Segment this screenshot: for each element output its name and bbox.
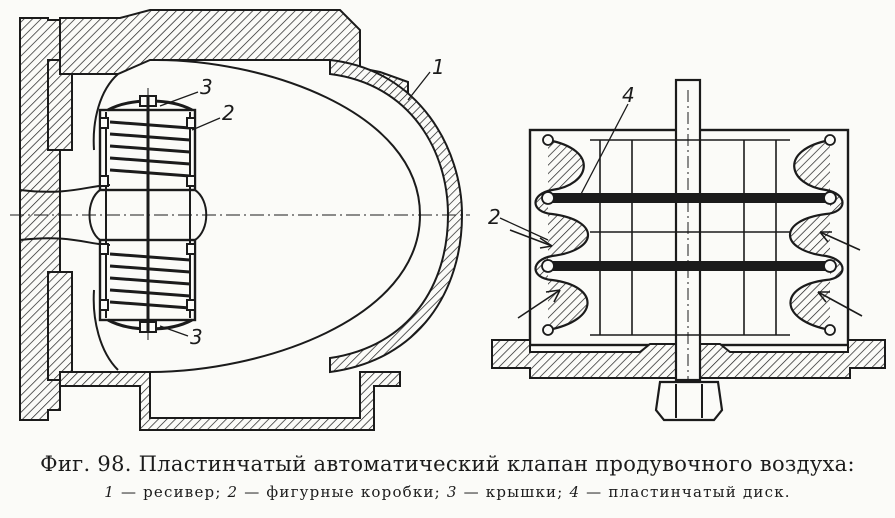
label-cover-bottom: 3: [190, 325, 203, 349]
receiver-shell: [329, 58, 464, 374]
plate-stack-upper: [109, 120, 191, 178]
shaped-box-right: [788, 138, 844, 332]
leader-2-left: [191, 117, 221, 131]
leader-1: [407, 71, 431, 101]
figure-legend: 1 — ресивер; 2 — фигурные коробки; 3 — к…: [0, 483, 895, 501]
flange-bolt-boss-lower: [47, 271, 73, 381]
label-boxes-right: 2: [488, 205, 501, 229]
label-receiver: 1: [432, 55, 445, 79]
legend-num-2: 2: [227, 483, 239, 501]
plate-disk-upper: [547, 193, 831, 203]
cage-side-profile: [88, 189, 208, 241]
internal-ribs: [590, 139, 790, 336]
legend-num-4: 4: [569, 483, 581, 501]
flow-arrows: [509, 229, 863, 319]
leader-4: [579, 103, 629, 197]
label-disk: 4: [622, 83, 635, 107]
right-sectional-view: [491, 78, 886, 422]
plate-stack-lower: [109, 252, 191, 310]
leader-3-top: [159, 91, 199, 107]
legend-num-3: 3: [446, 483, 458, 501]
shaped-box-left: [534, 138, 590, 332]
legend-text-3: — крышки;: [463, 483, 564, 501]
legend-text-1: — ресивер;: [120, 483, 222, 501]
legend-num-1: 1: [104, 483, 115, 501]
figure-caption-title: Фиг. 98. Пластинчатый автоматический кла…: [40, 452, 855, 476]
leader-2-right: [499, 217, 549, 241]
bottom-casing: [59, 371, 401, 431]
valve-technical-drawing: 1 2 3 3: [10, 9, 886, 431]
legend-text-4: — пластинчатый диск.: [586, 483, 791, 501]
leader-3-bottom: [159, 325, 189, 337]
plate-disk-lower: [547, 261, 831, 271]
left-sectional-view: [10, 9, 470, 431]
label-cover-top: 3: [200, 75, 213, 99]
bottom-nut: [654, 380, 724, 422]
guide-bolts: [541, 134, 837, 336]
studs: [99, 117, 196, 311]
label-boxes-left: 2: [222, 101, 235, 125]
legend-text-2: — фигурные коробки;: [244, 483, 441, 501]
inner-cavity: [92, 73, 119, 371]
